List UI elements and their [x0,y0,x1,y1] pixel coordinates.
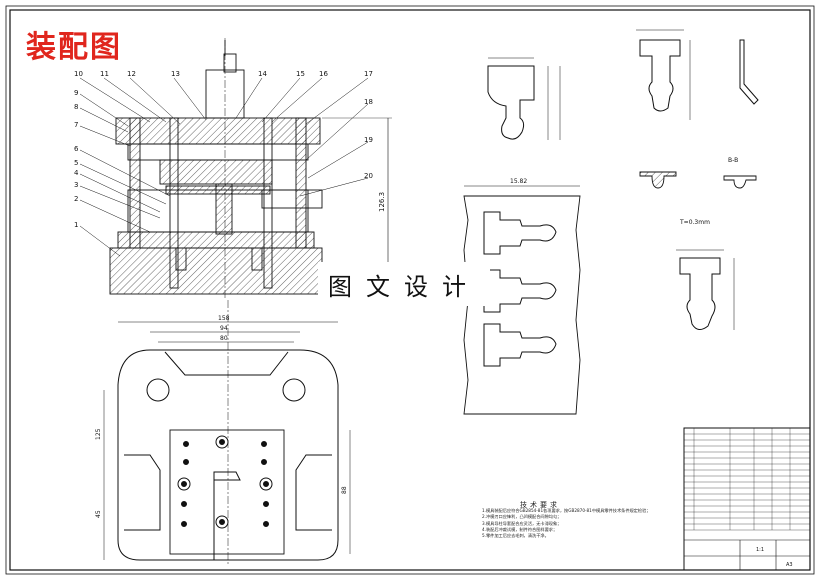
section-detail [639,171,757,189]
outer-border [5,5,815,575]
strip-layout [463,185,581,415]
part-num-10: 10 [74,70,83,78]
title-block [683,427,811,571]
part-num-19: 19 [364,136,373,144]
part-detail-3 [676,249,735,330]
assembly-section-view [109,38,392,300]
part-num-20: 20 [364,172,373,180]
part-num-5: 5 [74,159,78,167]
section-label: B-B [728,157,738,164]
part-num-8: 8 [74,103,78,111]
dim-strip-width: 15.82 [510,178,527,185]
part-num-11: 11 [100,70,109,78]
part-num-6: 6 [74,145,79,153]
part-num-13: 13 [171,70,180,78]
inner-border [9,9,811,571]
dim-side-b: 45 [95,510,102,518]
part-num-7: 7 [74,121,78,129]
technical-notes: 1.模具装配后应符合GB2854-81各项要求，按GB2870-81中模具零件技… [482,508,682,539]
part-num-18: 18 [364,98,373,106]
thickness-label: T=0.3mm [679,219,710,226]
part-leaders [79,77,369,257]
title-block-scale: 1:1 [756,547,764,553]
dim-width-inner: 80 [220,335,228,342]
dim-height: 126.3 [378,192,386,212]
watermark-label: 图文设计 [318,262,490,306]
note-line: 2.冲模刃口应锋利，凸凹模配合间隙均匀； [482,514,562,520]
part-num-14: 14 [258,70,267,78]
plan-view [103,300,351,566]
part-num-1: 1 [74,221,78,229]
part-num-17: 17 [364,70,373,78]
part-num-15: 15 [296,70,305,78]
dim-width-top: 158 [218,315,230,322]
dim-side-a: 125 [95,428,102,440]
dim-width-mid: 94 [220,325,228,332]
part-detail-2 [636,29,759,120]
title-block-sheet: A3 [786,562,793,568]
part-num-12: 12 [127,70,136,78]
note-line: 1.模具装配后应符合GB2854-81各项要求，按GB2870-81中模具零件技… [482,508,651,513]
part-num-3: 3 [74,181,78,189]
drawing-title: 装配图 [26,30,122,65]
part-num-2: 2 [74,195,78,203]
notes-title: 技术要求 [520,501,560,509]
part-detail-1 [487,57,561,140]
dim-side-c: 88 [341,486,348,494]
note-line: 5.零件加工后应去毛刺，清洗干净。 [482,533,549,539]
part-num-4: 4 [74,169,79,177]
note-line: 3.模具导柱导套配合应灵活，无卡滞现象； [482,520,562,526]
note-line: 4.装配后冲裁试模，制件符合图样要求； [482,526,558,532]
part-num-16: 16 [319,70,328,78]
part-num-9: 9 [74,89,78,97]
